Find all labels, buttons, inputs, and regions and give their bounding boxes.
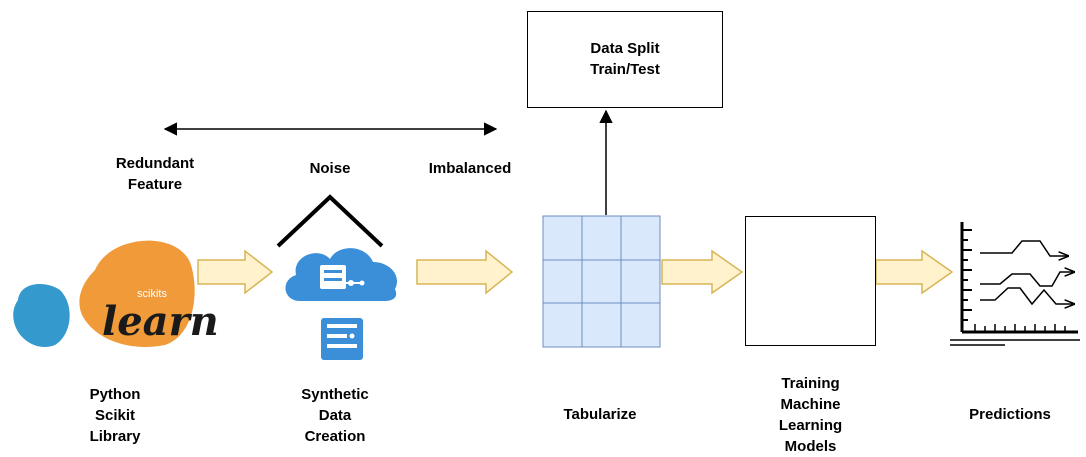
flow-arrow-3 <box>661 249 744 295</box>
data-split-box <box>527 11 723 108</box>
tabularize-label: Tabularize <box>563 406 637 423</box>
python-scikit-library-label: Python Scikit Library <box>89 386 141 445</box>
redundant-feature-label: Redundant Feature <box>115 155 195 193</box>
flow-arrows <box>197 249 954 295</box>
flow-arrow-4 <box>875 249 954 295</box>
tabularize-grid-icon <box>542 215 661 348</box>
training-models-label: Training Machine Learning Models <box>778 375 843 455</box>
flow-arrow-1 <box>197 249 274 295</box>
predictions-chart-icon <box>950 222 1080 346</box>
noise-label: Noise <box>309 160 351 177</box>
flow-arrow-2 <box>416 249 514 295</box>
imbalanced-label: Imbalanced <box>428 160 512 177</box>
noise-roof-shape <box>276 194 384 248</box>
logo-wordmark: learn <box>102 298 219 345</box>
server-icon <box>321 318 363 360</box>
cloud-data-icon <box>285 248 398 301</box>
logo-orange-blob <box>79 240 195 347</box>
logo-small-text: scikits <box>137 288 167 300</box>
predictions-label: Predictions <box>969 406 1051 423</box>
data-split-label: Data Split Train/Test <box>590 40 660 78</box>
logo-blue-blob <box>13 284 70 348</box>
synthetic-data-creation-label: Synthetic Data Creation <box>301 386 369 445</box>
training-box <box>745 216 876 346</box>
scikit-learn-logo: scikits learn <box>13 240 219 348</box>
